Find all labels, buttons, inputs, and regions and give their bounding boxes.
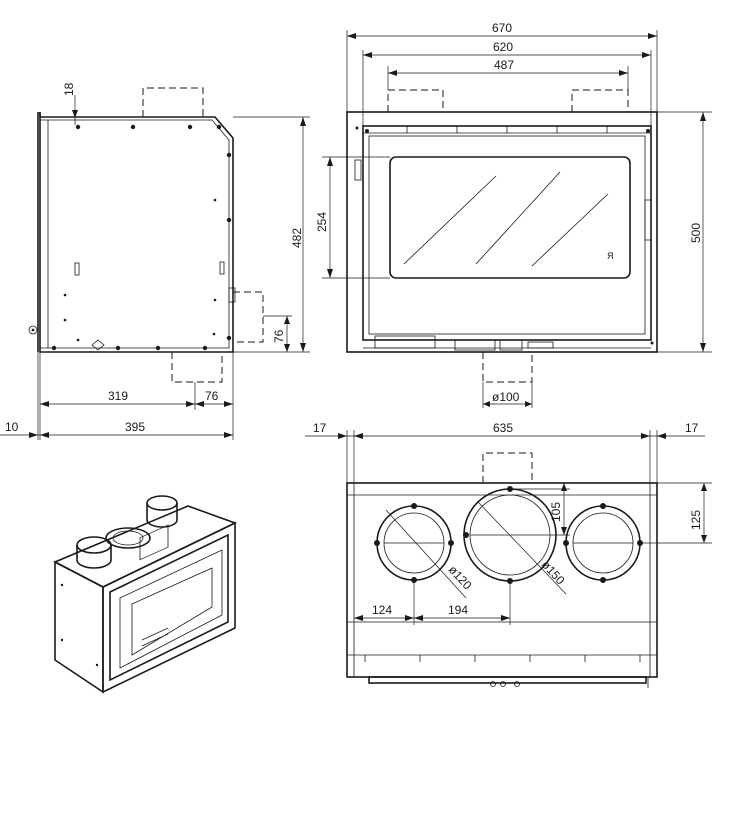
dim-top-105: 105 — [549, 502, 563, 522]
dim-side-10: 10 — [5, 420, 19, 434]
dim-top-125: 125 — [689, 510, 703, 530]
dim-top-124: 124 — [372, 603, 392, 617]
dim-top-d150: ø150 — [539, 558, 568, 588]
dim-side-76: 76 — [205, 389, 219, 403]
dim-front-620: 620 — [493, 40, 513, 54]
dim-side-319: 319 — [108, 389, 128, 403]
dim-top-17-right: 17 — [685, 421, 699, 435]
dim-front-670: 670 — [492, 21, 512, 35]
dim-front-500: 500 — [689, 223, 703, 243]
svg-text:Я: Я — [607, 251, 614, 261]
dim-top-194: 194 — [448, 603, 468, 617]
side-view: 18 482 76 319 76 10 395 — [0, 82, 310, 440]
isometric-view — [53, 495, 238, 694]
dim-side-76-vert: 76 — [272, 329, 286, 343]
dim-front-254: 254 — [315, 212, 329, 232]
dim-side-482: 482 — [290, 228, 304, 248]
top-view: ø120 ø150 17 635 17 — [305, 421, 712, 688]
dim-side-18: 18 — [62, 82, 76, 96]
dim-top-17-left: 17 — [313, 421, 327, 435]
dim-top-d120: ø120 — [446, 563, 475, 593]
front-view: Я 670 620 — [315, 21, 712, 408]
dim-front-d100: ø100 — [492, 390, 520, 404]
dim-side-395: 395 — [125, 420, 145, 434]
dim-top-635: 635 — [493, 421, 513, 435]
dim-front-487: 487 — [494, 58, 514, 72]
